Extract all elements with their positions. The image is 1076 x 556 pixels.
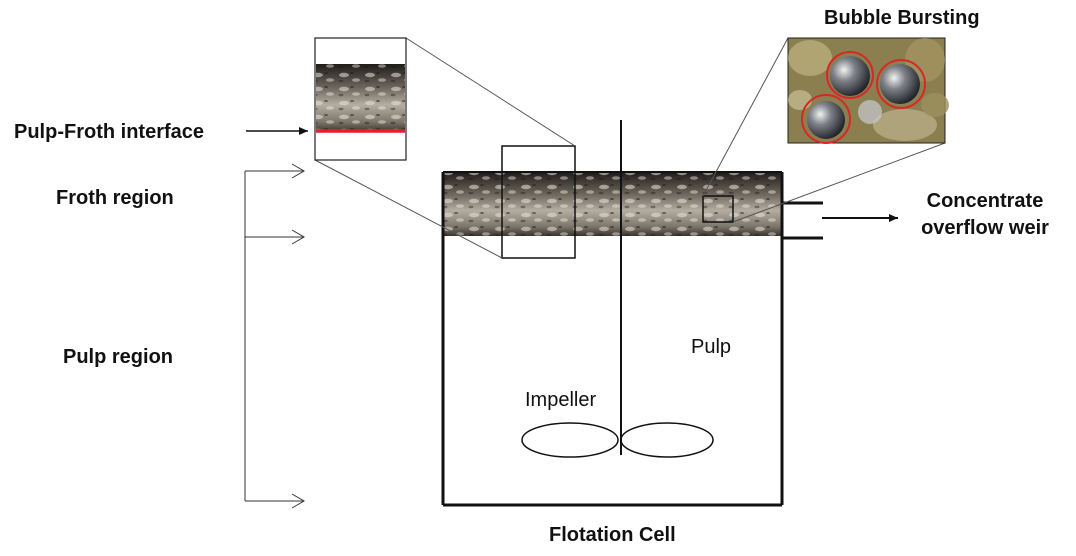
impeller-blade-left	[521, 422, 619, 458]
froth-layer	[443, 172, 782, 236]
interface-inset	[314, 37, 407, 161]
concentrate-label-line1: Concentrate	[926, 190, 1044, 212]
flotation-cell-label: Flotation Cell	[549, 524, 676, 546]
froth-region-label: Froth region	[56, 187, 174, 209]
region-bracket	[244, 163, 305, 509]
bubble-circle	[876, 59, 926, 109]
bubble-circle	[801, 94, 851, 144]
bubble-inset	[787, 37, 949, 144]
overflow-weir	[782, 201, 823, 240]
impeller-label: Impeller	[525, 389, 597, 411]
bubble-bursting-label: Bubble Bursting	[824, 7, 980, 29]
impeller-blade-right	[620, 422, 714, 458]
concentrate-label-line2: overflow weir	[921, 217, 1049, 239]
bubble-circle	[826, 51, 874, 99]
impeller	[521, 120, 714, 458]
pulp-label: Pulp	[691, 336, 732, 358]
bubble-zoom-box	[702, 37, 946, 223]
pulp-froth-interface-label: Pulp-Froth interface	[14, 121, 205, 143]
concentrate-overflow-weir-label: Concentrate overflow weir	[910, 188, 1060, 242]
froth-zoom-box	[314, 37, 576, 259]
pulp-region-label: Pulp region	[63, 346, 173, 368]
